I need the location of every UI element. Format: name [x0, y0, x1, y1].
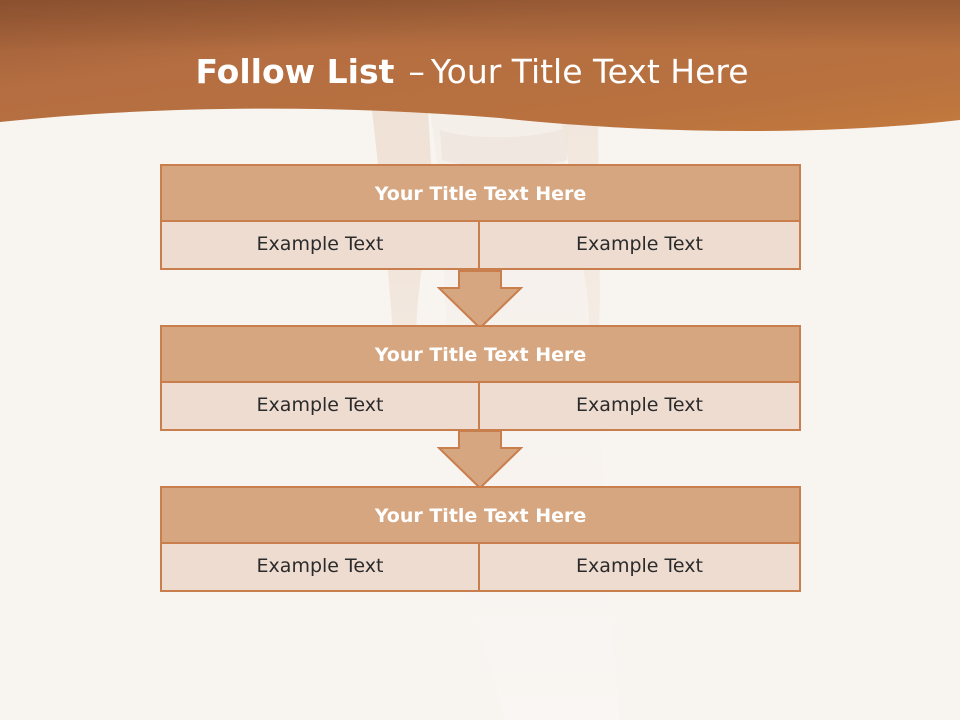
block-title: Your Title Text Here	[162, 488, 799, 544]
title-dash: –	[408, 52, 425, 91]
title-rest: Your Title Text Here	[430, 52, 749, 91]
block-cell-left: Example Text	[162, 222, 480, 268]
block-title: Your Title Text Here	[162, 327, 799, 383]
down-arrow-icon	[437, 430, 523, 490]
block-cell-right: Example Text	[480, 383, 799, 429]
follow-block-2: Your Title Text Here Example Text Exampl…	[160, 325, 801, 431]
down-arrow-icon	[437, 270, 523, 330]
block-cell-left: Example Text	[162, 383, 480, 429]
title-bold: Follow List	[195, 52, 395, 91]
follow-block-1: Your Title Text Here Example Text Exampl…	[160, 164, 801, 270]
follow-block-3: Your Title Text Here Example Text Exampl…	[160, 486, 801, 592]
header-band	[0, 0, 960, 132]
block-cell-right: Example Text	[480, 222, 799, 268]
block-title: Your Title Text Here	[162, 166, 799, 222]
block-cell-left: Example Text	[162, 544, 480, 590]
block-cell-right: Example Text	[480, 544, 799, 590]
slide-title: Follow List–Your Title Text Here	[0, 52, 944, 91]
